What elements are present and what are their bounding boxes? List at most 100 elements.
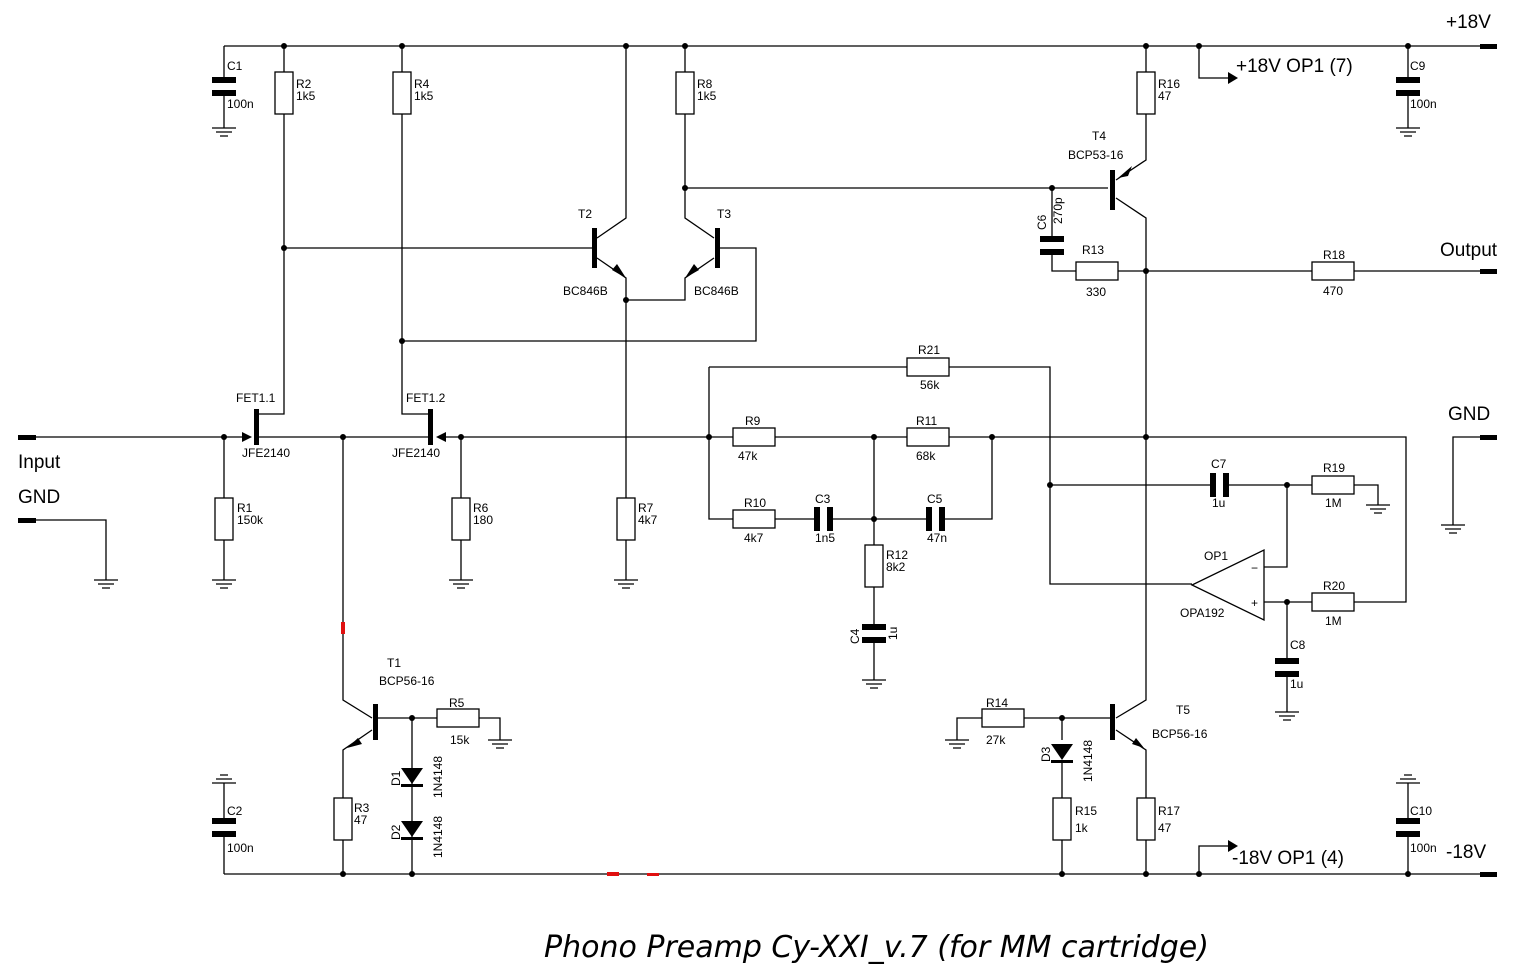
C10-ref: C10 bbox=[1410, 804, 1432, 818]
C6-value: 270p bbox=[1051, 197, 1065, 224]
capacitor-C5 bbox=[926, 507, 945, 531]
pos-rail-label: +18V bbox=[1446, 12, 1491, 33]
R18-value: 470 bbox=[1323, 284, 1343, 298]
resistors bbox=[214, 71, 1355, 841]
C4-value: 1u bbox=[886, 627, 900, 640]
neg-op-arrow-icon bbox=[1228, 840, 1238, 852]
T4-ref: T4 bbox=[1092, 129, 1106, 143]
neg-op-label: -18V OP1 (4) bbox=[1232, 848, 1344, 869]
resistor-R5 bbox=[436, 708, 480, 728]
resistor-R6 bbox=[451, 497, 471, 541]
resistor-R21 bbox=[906, 357, 950, 377]
resistor-R2 bbox=[274, 71, 294, 115]
jfet-FET1-2 bbox=[428, 409, 446, 445]
T3-ref: T3 bbox=[717, 207, 731, 221]
pos-rail-terminal bbox=[1480, 44, 1497, 49]
R3-value: 47 bbox=[354, 813, 368, 827]
R6-ref: R6 bbox=[473, 501, 489, 515]
R20-value: 1M bbox=[1325, 614, 1342, 628]
OP1-ref: OP1 bbox=[1204, 549, 1228, 563]
labels: +18V -18V +18V OP1 (7) -18V OP1 (4) Outp… bbox=[18, 12, 1498, 965]
R11-value: 68k bbox=[916, 449, 936, 463]
R10-ref: R10 bbox=[744, 496, 766, 510]
resistor-R3 bbox=[333, 797, 353, 841]
resistor-R14 bbox=[981, 708, 1025, 728]
capacitor-C1 bbox=[212, 77, 236, 96]
R11-ref: R11 bbox=[916, 414, 937, 428]
grounds bbox=[94, 127, 1465, 784]
C8-ref: C8 bbox=[1290, 638, 1306, 652]
R15-value: 1k bbox=[1075, 821, 1089, 835]
C4-ref: C4 bbox=[848, 628, 862, 644]
T5-ref: T5 bbox=[1176, 703, 1190, 717]
D1-value: 1N4148 bbox=[431, 756, 445, 798]
OP1-value: OPA192 bbox=[1180, 606, 1225, 620]
C6-ref: C6 bbox=[1035, 214, 1049, 230]
R2-value: 1k5 bbox=[296, 89, 316, 103]
resistor-R18 bbox=[1311, 261, 1355, 281]
resistor-R11 bbox=[906, 427, 950, 447]
resistor-R16 bbox=[1136, 71, 1156, 115]
D3-ref: D3 bbox=[1039, 746, 1053, 762]
capacitor-C2 bbox=[212, 818, 236, 837]
output-terminal bbox=[1480, 269, 1497, 274]
terminals bbox=[18, 44, 1497, 877]
gnd-label: GND bbox=[1448, 404, 1490, 425]
R6-value: 180 bbox=[473, 513, 493, 527]
C7-ref: C7 bbox=[1211, 457, 1227, 471]
pos-op-arrow-icon bbox=[1228, 72, 1238, 84]
C9-value: 100n bbox=[1410, 97, 1437, 111]
resistor-R8 bbox=[675, 71, 695, 115]
wires bbox=[36, 45, 1480, 875]
R1-ref: R1 bbox=[237, 501, 253, 515]
R19-ref: R19 bbox=[1323, 461, 1345, 475]
D3-value: 1N4148 bbox=[1081, 740, 1095, 782]
capacitor-C10 bbox=[1396, 818, 1420, 837]
T1-ref: T1 bbox=[387, 656, 401, 670]
T2-ref: T2 bbox=[578, 207, 592, 221]
R5-ref: R5 bbox=[449, 696, 465, 710]
capacitor-C4 bbox=[862, 624, 886, 643]
resistor-R9 bbox=[732, 427, 776, 447]
R13-ref: R13 bbox=[1082, 243, 1104, 257]
ground-icon bbox=[862, 679, 886, 689]
R8-value: 1k5 bbox=[697, 89, 717, 103]
R12-value: 8k2 bbox=[886, 560, 906, 574]
C9-ref: C9 bbox=[1410, 59, 1426, 73]
T5-value: BCP56-16 bbox=[1152, 727, 1208, 741]
R4-ref: R4 bbox=[414, 77, 430, 91]
OP1-plus: + bbox=[1251, 596, 1258, 610]
ground-icon bbox=[212, 774, 236, 784]
C3-ref: C3 bbox=[815, 492, 831, 506]
R7-value: 4k7 bbox=[638, 513, 658, 527]
input-gnd-label: GND bbox=[18, 487, 60, 508]
transistor-T2 bbox=[592, 228, 626, 278]
R20-ref: R20 bbox=[1323, 579, 1345, 593]
pos-op-label: +18V OP1 (7) bbox=[1236, 56, 1353, 77]
capacitor-C9 bbox=[1396, 77, 1420, 96]
capacitors bbox=[212, 77, 1420, 837]
C3-value: 1n5 bbox=[815, 531, 835, 545]
ground-icon bbox=[212, 579, 236, 589]
R2-ref: R2 bbox=[296, 77, 312, 91]
R5-value: 15k bbox=[450, 733, 470, 747]
transistors bbox=[242, 166, 1144, 748]
red-marks bbox=[341, 622, 659, 876]
T1-value: BCP56-16 bbox=[379, 674, 435, 688]
C5-value: 47n bbox=[927, 531, 947, 545]
capacitor-C6 bbox=[1040, 236, 1064, 255]
ground-icon bbox=[449, 579, 473, 589]
resistor-R4 bbox=[392, 71, 412, 115]
ground-icon bbox=[945, 739, 969, 749]
R14-ref: R14 bbox=[986, 696, 1008, 710]
C10-value: 100n bbox=[1410, 841, 1437, 855]
R3-ref: R3 bbox=[354, 801, 370, 815]
T3-value: BC846B bbox=[694, 284, 739, 298]
R10-value: 4k7 bbox=[744, 531, 764, 545]
ground-icon bbox=[1275, 711, 1299, 721]
junctions bbox=[221, 43, 1411, 877]
R9-value: 47k bbox=[738, 449, 758, 463]
R17-ref: R17 bbox=[1158, 804, 1180, 818]
T4-value: BCP53-16 bbox=[1068, 148, 1124, 162]
ground-icon bbox=[1441, 524, 1465, 534]
